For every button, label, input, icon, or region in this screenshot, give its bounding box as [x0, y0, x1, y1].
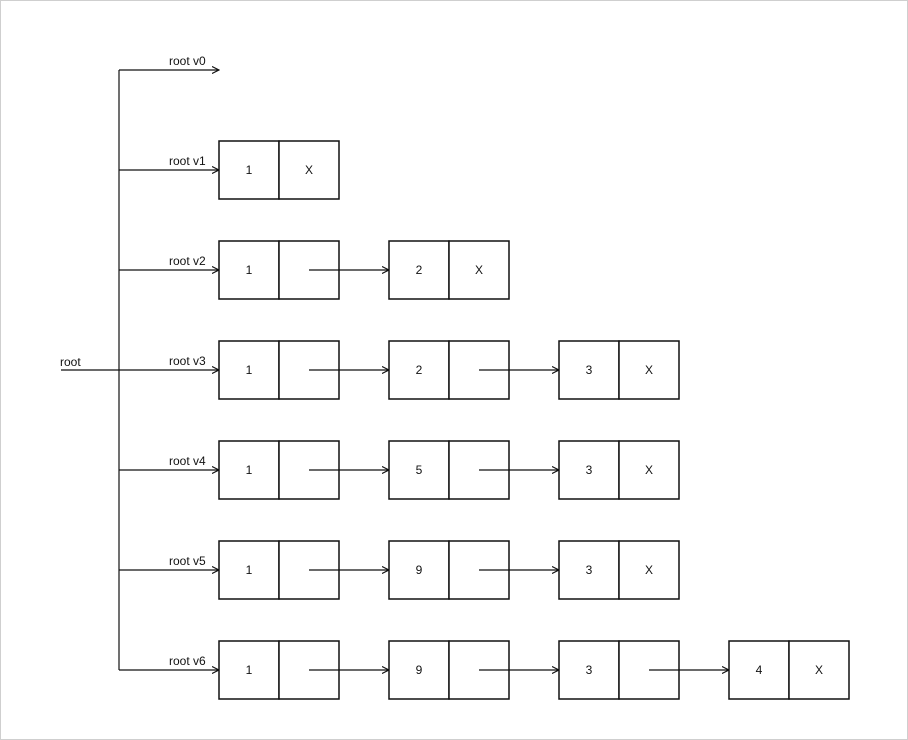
- node-value: 9: [416, 663, 423, 677]
- node-value-cell: [388, 540, 450, 600]
- version-label: root v3: [169, 354, 206, 368]
- list-node: 1: [218, 240, 389, 300]
- node-value: 1: [246, 163, 253, 177]
- node-value-cell: [558, 340, 620, 400]
- list-node: 1: [218, 640, 389, 700]
- node-next-cell: [618, 440, 680, 500]
- node-value-cell: [218, 440, 280, 500]
- node-value: 9: [416, 563, 423, 577]
- root-label: root: [60, 355, 81, 369]
- list-node: 9: [388, 640, 559, 700]
- null-pointer-mark: X: [305, 163, 313, 177]
- null-pointer-mark: X: [815, 663, 823, 677]
- node-value-cell: [388, 640, 450, 700]
- node-value: 1: [246, 263, 253, 277]
- list-node: 1: [218, 540, 389, 600]
- null-pointer-mark: X: [645, 363, 653, 377]
- node-value: 3: [586, 563, 593, 577]
- node-value-cell: [218, 240, 280, 300]
- node-value: 2: [416, 363, 423, 377]
- list-node: 2: [388, 340, 559, 400]
- list-node: 1: [218, 440, 389, 500]
- node-next-cell: [788, 640, 850, 700]
- version-label: root v2: [169, 254, 206, 268]
- node-value: 4: [756, 663, 763, 677]
- list-node: 1: [218, 340, 389, 400]
- node-value: 1: [246, 563, 253, 577]
- null-pointer-mark: X: [475, 263, 483, 277]
- null-pointer-mark: X: [645, 463, 653, 477]
- node-next-cell: [278, 140, 340, 200]
- node-value-cell: [388, 240, 450, 300]
- node-value: 3: [586, 463, 593, 477]
- node-value-cell: [558, 440, 620, 500]
- list-node: 3: [558, 640, 729, 700]
- list-node: 9: [388, 540, 559, 600]
- version-label: root v0: [169, 54, 206, 68]
- node-value-cell: [558, 640, 620, 700]
- version-row: root v0: [119, 54, 219, 70]
- version-label: root v4: [169, 454, 206, 468]
- node-value: 3: [586, 363, 593, 377]
- node-value: 3: [586, 663, 593, 677]
- node-next-cell: [618, 340, 680, 400]
- node-value-cell: [388, 340, 450, 400]
- version-label: root v5: [169, 554, 206, 568]
- node-value-cell: [218, 140, 280, 200]
- list-node: 5: [388, 440, 559, 500]
- node-next-cell: [618, 540, 680, 600]
- version-label: root v6: [169, 654, 206, 668]
- node-value: 1: [246, 663, 253, 677]
- node-next-cell: [448, 240, 510, 300]
- node-value: 5: [416, 463, 423, 477]
- version-label: root v1: [169, 154, 206, 168]
- node-value-cell: [218, 540, 280, 600]
- node-value: 1: [246, 463, 253, 477]
- node-value: 2: [416, 263, 423, 277]
- node-value: 1: [246, 363, 253, 377]
- null-pointer-mark: X: [645, 563, 653, 577]
- node-value-cell: [388, 440, 450, 500]
- node-value-cell: [558, 540, 620, 600]
